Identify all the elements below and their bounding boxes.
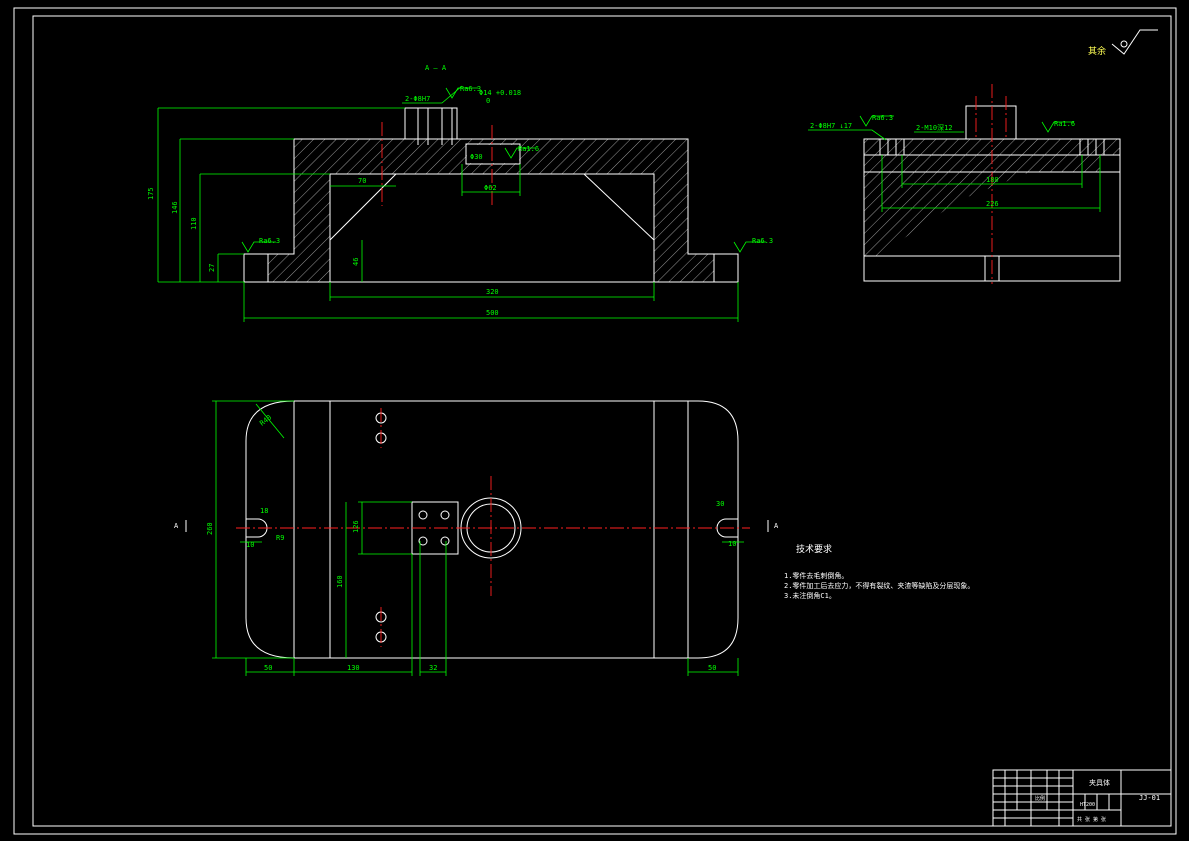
callout-fit: Φ14 +0.018 [479, 89, 521, 97]
title-material: HT200 [1080, 802, 1095, 808]
tech-req-item-1: 1.零件去毛刺倒角。 [784, 571, 848, 580]
dim-62: Φ62 [484, 184, 497, 192]
dim-175: 175 [147, 187, 155, 200]
tech-req-item-2: 2.零件加工后去应力，不得有裂纹、夹渣等缺陷及分层现象。 [784, 581, 974, 590]
dim-10: 10 [246, 541, 254, 549]
plan-view: 260 126 160 R40 18 R9 10 30 10 50 130 32… [174, 400, 779, 676]
dim-260: 260 [206, 522, 214, 535]
dim-32: 32 [429, 664, 437, 672]
title-ratio-label: 比例 [1035, 795, 1045, 802]
dim-146: 146 [171, 201, 179, 214]
dim-bore: Φ30 [470, 153, 483, 161]
side-callout-right: 2-M10深12 [916, 123, 953, 132]
dim-226: 226 [986, 200, 999, 208]
side-section-view: 2-Φ8H7 ↓17 Ra6.3 2-M10深12 Ra1.6 180 226 [808, 84, 1121, 284]
dim-130: 130 [347, 664, 360, 672]
front-section-view: A — A 2-Φ8H7 Φ14 +0.018 0 Ra6.3 Ra1.6 Φ3… [147, 64, 773, 322]
dim-50-right: 50 [708, 664, 716, 672]
title-drawing-no: JJ-01 [1139, 794, 1160, 802]
outer-border [13, 7, 1177, 835]
dim-27: 27 [208, 264, 216, 272]
callout-fit-lower: 0 [486, 97, 490, 105]
dim-r40: R40 [258, 413, 273, 427]
dim-46: 46 [352, 258, 360, 266]
ra-side-left: Ra6.3 [872, 114, 893, 122]
roughness-note-text: 其余 [1088, 45, 1106, 57]
ra-top: Ra6.3 [460, 85, 481, 93]
dim-30: 30 [716, 500, 724, 508]
callout-pin-holes: 2-Φ8H7 [405, 95, 430, 103]
tech-requirements: 技术要求 1.零件去毛刺倒角。 2.零件加工后去应力，不得有裂纹、夹渣等缺陷及分… [784, 543, 974, 600]
ra-right-step: Ra6.3 [752, 237, 773, 245]
tech-req-item-3: 3.未注倒角C1。 [784, 591, 836, 600]
dim-180: 180 [986, 176, 999, 184]
general-roughness-mark: 其余 [1088, 29, 1158, 57]
side-callout-left: 2-Φ8H7 ↓17 [810, 122, 852, 130]
ra-center: Ra1.6 [518, 145, 539, 153]
ra-side-right: Ra1.6 [1054, 120, 1075, 128]
title-block: 夹具体 JJ-01 HT200 共 张 第 张 比例 [992, 769, 1172, 827]
inner-border [32, 15, 1172, 827]
section-label: A — A [425, 64, 447, 72]
title-sheet-label: 共 张 第 张 [1077, 816, 1106, 823]
dim-160: 160 [336, 575, 344, 588]
dim-r9: R9 [276, 534, 284, 542]
section-marker-left: A [174, 522, 179, 530]
dim-320: 320 [486, 288, 499, 296]
dim-500: 500 [486, 309, 499, 317]
dim-18: 18 [260, 507, 268, 515]
section-marker-right: A [774, 522, 779, 530]
title-part-name: 夹具体 [1089, 778, 1110, 787]
tech-req-title: 技术要求 [796, 543, 832, 555]
dim-50-left: 50 [264, 664, 272, 672]
dim-126: 126 [352, 520, 360, 533]
dim-10-right: 10 [728, 540, 736, 548]
dim-110: 110 [190, 217, 198, 230]
ra-left-step: Ra6.3 [259, 237, 280, 245]
dim-70: 70 [358, 177, 366, 185]
